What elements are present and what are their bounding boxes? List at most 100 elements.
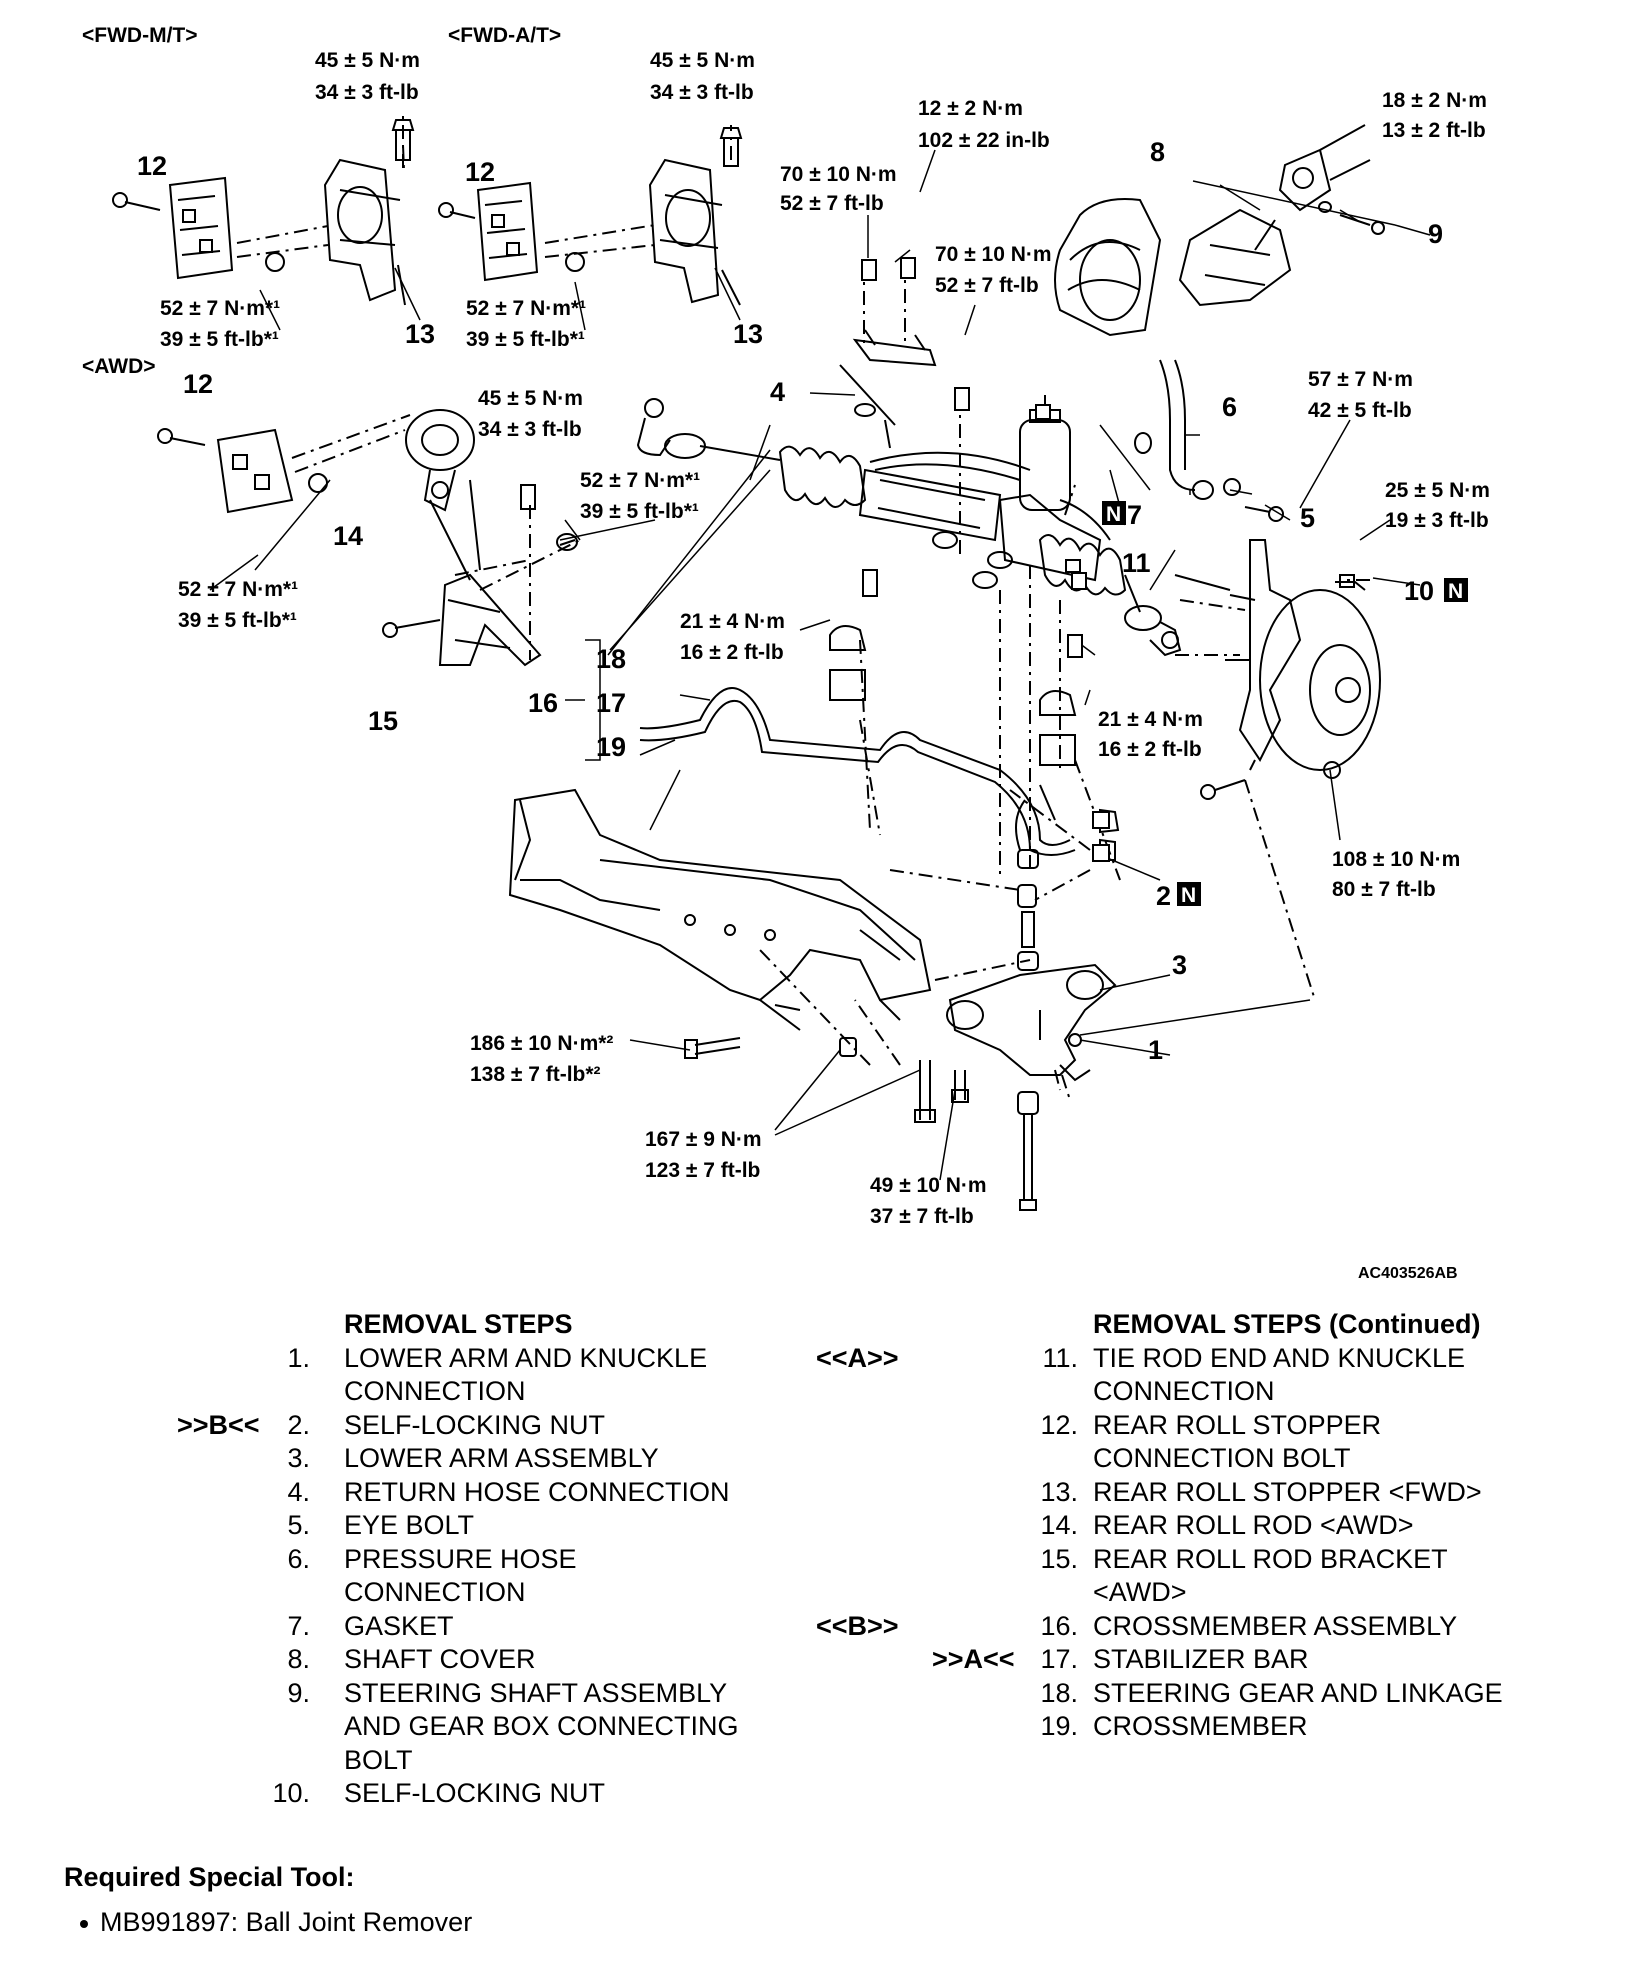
svg-text:39 ± 5 ft-lb*¹: 39 ± 5 ft-lb*¹: [580, 500, 699, 523]
callout-3: 3: [1172, 950, 1187, 980]
new-part-badges: N N N: [1102, 501, 1468, 907]
svg-text:52 ± 7 ft-lb: 52 ± 7 ft-lb: [780, 192, 884, 215]
torque-specs: 45 ± 5 N·m34 ± 3 ft-lb 45 ± 5 N·m34 ± 3 …: [160, 49, 1490, 1228]
step-number: 16.: [1040, 1610, 1078, 1641]
svg-text:52 ± 7 N·m*¹: 52 ± 7 N·m*¹: [160, 297, 280, 320]
svg-text:52 ± 7 N·m*¹: 52 ± 7 N·m*¹: [580, 469, 700, 492]
svg-text:108 ± 10 N·m: 108 ± 10 N·m: [1332, 848, 1460, 871]
callout-7: 7: [1127, 500, 1142, 530]
svg-text:123 ± 7 ft-lb: 123 ± 7 ft-lb: [645, 1159, 760, 1182]
step-number: 11.: [1042, 1342, 1078, 1373]
svg-text:186 ± 10 N·m*²: 186 ± 10 N·m*²: [470, 1032, 613, 1055]
svg-text:16 ± 2 ft-lb: 16 ± 2 ft-lb: [680, 641, 784, 664]
special-tool-section: Required Special Tool: MB991897: Ball Jo…: [64, 1862, 472, 1938]
callout-9: 9: [1428, 219, 1443, 249]
step-text: RETURN HOSE CONNECTION: [344, 1476, 730, 1507]
exploded-view-diagram: <FWD-M/T> <FWD-A/T> <AWD> AC403526AB 45 …: [82, 24, 1490, 1282]
step-text: REAR ROLL STOPPER CONNECTION BOLT: [1093, 1409, 1382, 1474]
svg-text:13 ± 2 ft-lb: 13 ± 2 ft-lb: [1382, 119, 1486, 142]
svg-text:34 ± 3 ft-lb: 34 ± 3 ft-lb: [650, 81, 754, 104]
line-art: [112, 115, 1385, 1211]
step-number: 19.: [1040, 1711, 1078, 1741]
svg-text:N: N: [1181, 884, 1196, 907]
step-procedure-mark: >>B<<: [177, 1409, 260, 1440]
svg-text:16 ± 2 ft-lb: 16 ± 2 ft-lb: [1098, 738, 1202, 761]
assembly-lines: [859, 260, 1370, 1101]
variant-label-fwd-mt: <FWD-M/T>: [82, 24, 198, 47]
step-text: SHAFT COVER: [344, 1644, 536, 1674]
new-part-badge: N: [1102, 501, 1126, 526]
removal-steps-continued: REMOVAL STEPS (Continued) <<A>>11.TIE RO…: [800, 1308, 1632, 1741]
svg-text:138 ± 7 ft-lb*²: 138 ± 7 ft-lb*²: [470, 1063, 601, 1086]
callout-12: 12: [183, 369, 213, 399]
torque-spec: 52 ± 7 N·m*¹ 39 ± 5 ft-lb*¹: [160, 297, 280, 351]
step-text: REAR ROLL STOPPER <FWD>: [1093, 1476, 1482, 1507]
variant-label-awd: <AWD>: [82, 355, 156, 378]
torque-spec: 45 ± 5 N·m34 ± 3 ft-lb: [650, 49, 755, 104]
step-number: 15.: [1040, 1543, 1078, 1574]
step-number: 12.: [1040, 1409, 1078, 1440]
torque-spec: 57 ± 7 N·m42 ± 5 ft-lb: [1308, 368, 1413, 422]
svg-text:70 ± 10 N·m: 70 ± 10 N·m: [935, 243, 1052, 266]
svg-text:80 ± 7 ft-lb: 80 ± 7 ft-lb: [1332, 878, 1436, 901]
variant-label-fwd-at: <FWD-A/T>: [448, 24, 561, 47]
step-text: LOWER ARM AND KNUCKLE CONNECTION: [344, 1342, 708, 1407]
special-tool-name: MB991897: Ball Joint Remover: [100, 1907, 473, 1937]
leader-lines: [209, 149, 1431, 1181]
svg-text:34 ± 3 ft-lb: 34 ± 3 ft-lb: [478, 418, 582, 441]
special-tool-title: Required Special Tool:: [64, 1862, 355, 1892]
callout-19: 19: [596, 732, 626, 762]
torque-spec: 70 ± 10 N·m52 ± 7 ft-lb: [935, 243, 1052, 297]
step-text: CROSSMEMBER: [1093, 1711, 1308, 1741]
svg-text:39 ± 5 ft-lb*¹: 39 ± 5 ft-lb*¹: [160, 328, 279, 351]
svg-text:37 ± 7 ft-lb: 37 ± 7 ft-lb: [870, 1205, 974, 1228]
torque-spec: 21 ± 4 N·m16 ± 2 ft-lb: [680, 610, 785, 664]
svg-text:12 ± 2 N·m: 12 ± 2 N·m: [918, 97, 1023, 120]
callout-16: 16: [528, 688, 558, 718]
svg-text:52 ± 7 N·m*¹: 52 ± 7 N·m*¹: [466, 297, 586, 320]
crossmember-drawing: [508, 788, 932, 1031]
step-number: 2.: [287, 1409, 310, 1440]
svg-text:N: N: [1448, 580, 1463, 603]
svg-text:39 ± 5 ft-lb*¹: 39 ± 5 ft-lb*¹: [466, 328, 585, 351]
steering-gear-drawing: [636, 329, 1182, 657]
step-number: 6.: [287, 1543, 310, 1574]
svg-text:N: N: [1106, 503, 1121, 526]
step-text: STEERING SHAFT ASSEMBLY AND GEAR BOX CON…: [344, 1677, 739, 1775]
svg-text:21 ± 4 N·m: 21 ± 4 N·m: [1098, 708, 1203, 731]
torque-spec: 52 ± 7 N·m*¹ 39 ± 5 ft-lb*¹: [466, 297, 586, 351]
crossmember-bolts-drawing: [684, 949, 969, 1123]
callout-18: 18: [596, 644, 626, 674]
step-text: CROSSMEMBER ASSEMBLY: [1093, 1610, 1458, 1641]
step-procedure-mark: <<A>>: [816, 1342, 899, 1373]
step-number: 1.: [287, 1342, 310, 1373]
step-text: SELF-LOCKING NUT: [344, 1409, 606, 1440]
svg-text:49 ± 10 N·m: 49 ± 10 N·m: [870, 1174, 987, 1197]
step-procedure-mark: >>A<<: [932, 1644, 1015, 1674]
torque-spec: 25 ± 5 N·m19 ± 3 ft-lb: [1385, 479, 1490, 532]
step-number: 10.: [272, 1778, 310, 1808]
torque-spec: 45 ± 5 N·m34 ± 3 ft-lb: [315, 49, 420, 104]
callout-10: 10: [1404, 576, 1434, 606]
torque-spec: 49 ± 10 N·m 37 ± 7 ft-lb: [870, 1174, 987, 1228]
step-number: 5.: [287, 1510, 310, 1540]
torque-spec: 52 ± 7 N·m*¹ 39 ± 5 ft-lb*¹: [580, 469, 700, 523]
step-text: GASKET: [344, 1610, 454, 1641]
callout-6: 6: [1222, 392, 1237, 422]
figure-code: AC403526AB: [1358, 1265, 1458, 1282]
step-number: 13.: [1040, 1476, 1078, 1507]
step-text: EYE BOLT: [344, 1510, 475, 1540]
svg-text:52 ± 7 N·m*¹: 52 ± 7 N·m*¹: [178, 578, 298, 601]
callout-13: 13: [733, 319, 763, 349]
removal-steps: REMOVAL STEPS 1.LOWER ARM AND KNUCKLE CO…: [0, 1308, 800, 1828]
torque-spec: 18 ± 2 N·m13 ± 2 ft-lb: [1382, 89, 1487, 142]
svg-text:70 ± 10 N·m: 70 ± 10 N·m: [780, 163, 897, 186]
step-text: PRESSURE HOSE CONNECTION: [344, 1543, 577, 1608]
new-part-badge: N: [1177, 882, 1201, 907]
step-text: REAR ROLL ROD BRACKET <AWD>: [1093, 1543, 1448, 1608]
stabilizer-link-drawing: [1017, 849, 1039, 1211]
step-text: SELF-LOCKING NUT: [344, 1778, 606, 1808]
step-number: 18.: [1040, 1677, 1078, 1708]
svg-text:57 ± 7 N·m: 57 ± 7 N·m: [1308, 368, 1413, 391]
variant-labels: <FWD-M/T> <FWD-A/T> <AWD>: [82, 24, 561, 378]
